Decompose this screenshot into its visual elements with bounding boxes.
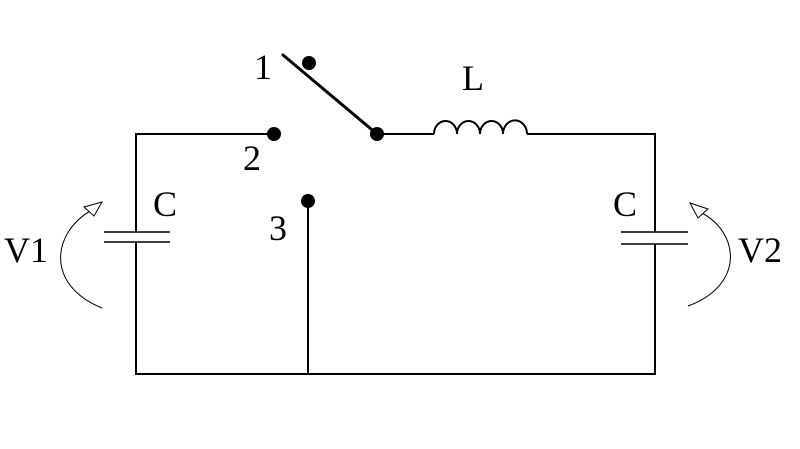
voltage-arrow-right-curve: [687, 211, 731, 307]
terminal-3-label: 3: [269, 208, 287, 248]
wire-left-bottom: [135, 242, 308, 375]
terminal-1-node: [302, 56, 316, 70]
capacitor-right: [621, 231, 688, 245]
switch-blade: [281, 53, 379, 136]
wire-right-top: [527, 133, 656, 232]
wire-left-top: [135, 133, 274, 232]
voltage-arrow-left-head: [82, 201, 104, 217]
inductor-label: L: [462, 58, 484, 98]
terminal-3-node: [301, 194, 315, 208]
terminal-2-label: 2: [243, 138, 261, 178]
capacitor-right-label: C: [613, 184, 637, 224]
terminal-1-label: 1: [254, 47, 272, 87]
wire-bottom-right: [308, 244, 656, 375]
voltage-arrow-left-curve: [60, 209, 103, 309]
voltage-arrow-right: [687, 202, 731, 307]
voltage-arrow-right-head: [688, 202, 709, 219]
switch-pivot-node: [370, 127, 384, 141]
voltage-left-label: V1: [4, 230, 48, 270]
terminal-2-node: [267, 127, 281, 141]
circuit-wires: [135, 133, 656, 375]
voltage-right-label: V2: [738, 230, 782, 270]
voltage-arrow-left: [60, 201, 104, 309]
capacitor-left-label: C: [153, 184, 177, 224]
capacitor-left: [104, 231, 170, 243]
inductor-coil: [433, 119, 528, 135]
